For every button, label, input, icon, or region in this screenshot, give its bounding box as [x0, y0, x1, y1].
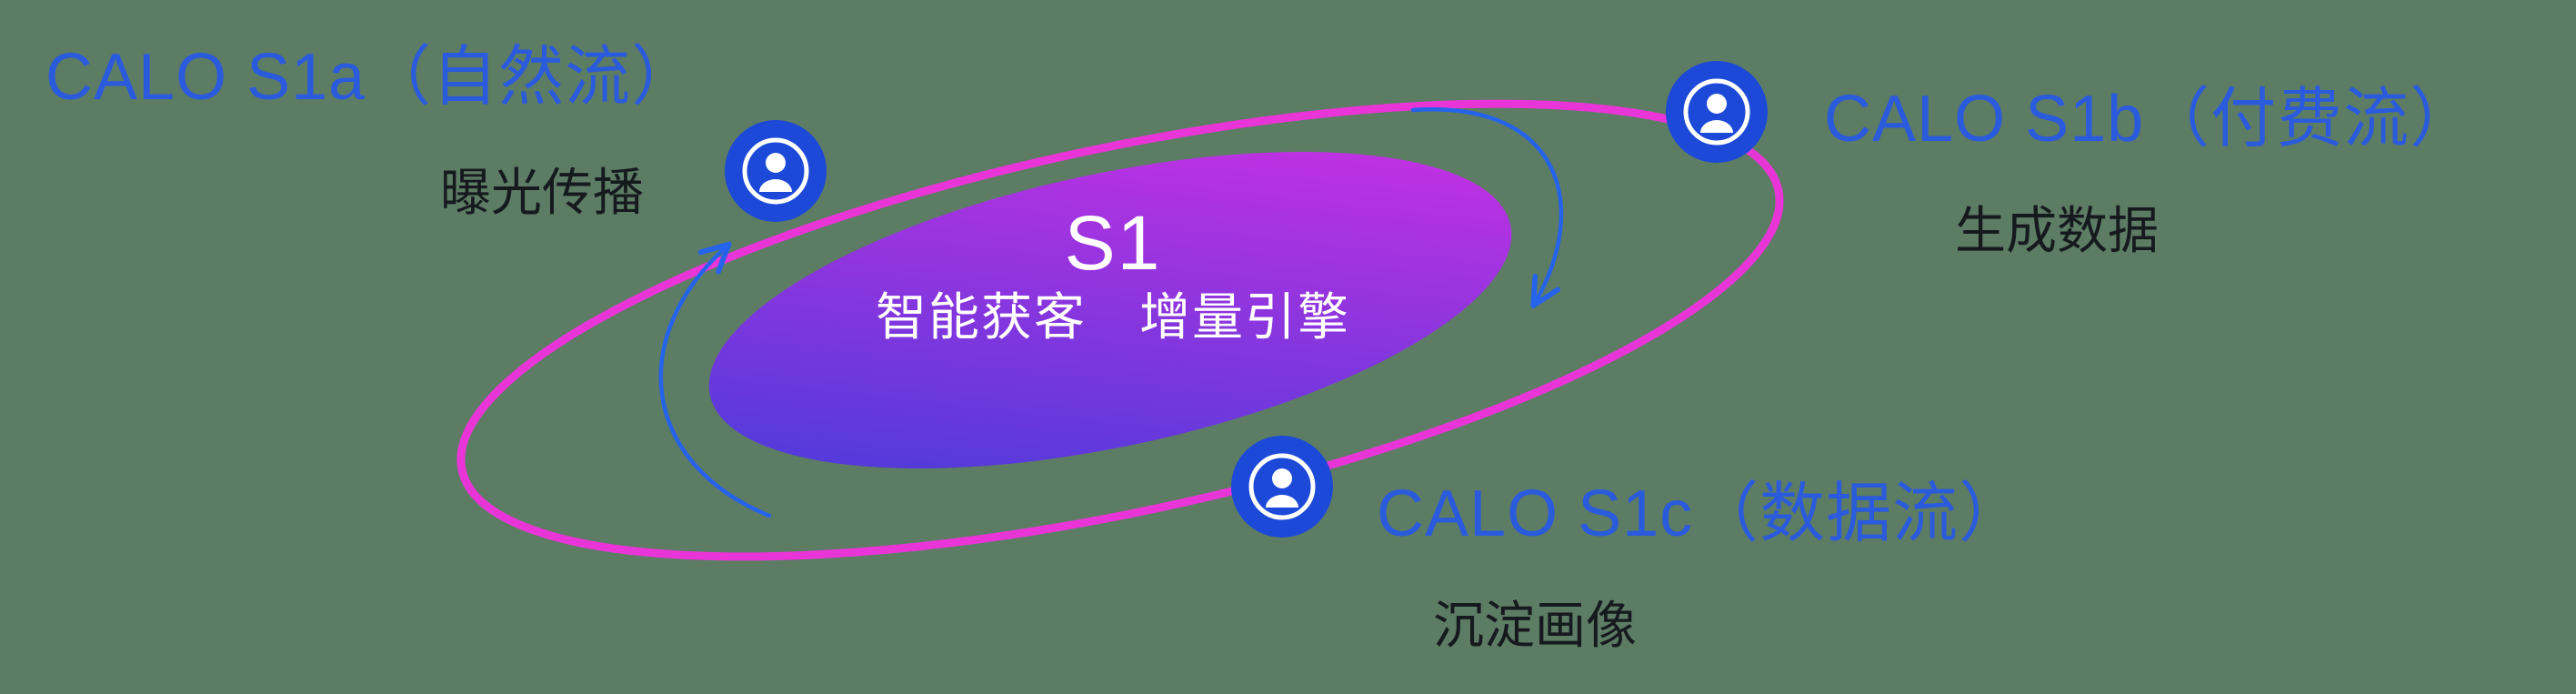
core-subtitle: 智能获客 增量引擎 [876, 288, 1350, 346]
user-icon [1666, 61, 1768, 163]
node-sublabel-s1c: 沉淀画像 [1433, 597, 1637, 654]
core-ellipse [708, 151, 1512, 469]
orbit-ring [456, 99, 1784, 561]
flow-arrow-right [1410, 107, 1564, 308]
node-marker-s1c [1231, 436, 1333, 542]
node-sublabel-s1b: 生成数据 [1955, 202, 2159, 259]
user-icon [725, 120, 827, 222]
flow-arrow-left [658, 241, 772, 518]
user-icon [1231, 436, 1333, 538]
core-title: S1 [1064, 200, 1162, 286]
node-label-s1c: CALO S1c（数据流） [1377, 478, 2026, 550]
node-sublabel-s1a: 曝光传播 [440, 164, 644, 221]
node-marker-s1a [725, 120, 827, 226]
node-label-s1b: CALO S1b（付费流） [1824, 83, 2477, 156]
node-marker-s1b [1666, 61, 1768, 167]
node-label-s1a: CALO S1a（自然流） [45, 41, 698, 114]
